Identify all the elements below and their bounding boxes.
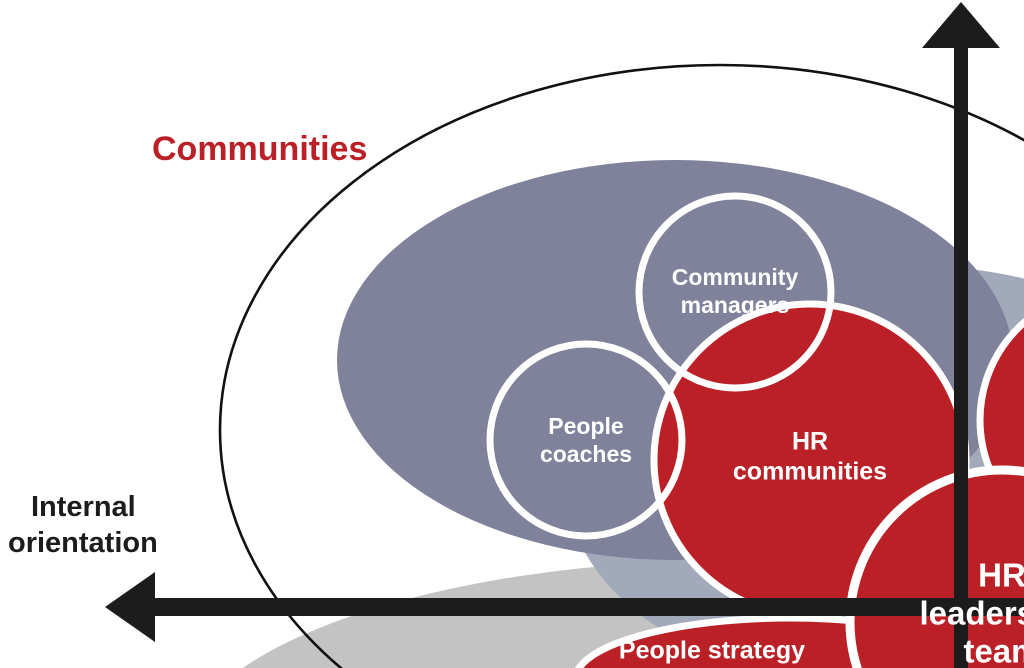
vertical-arrow-shaft — [954, 28, 968, 668]
horizontal-arrow-head-icon — [105, 572, 155, 642]
vertical-axis-arrow — [922, 2, 1000, 668]
horizontal-arrow-shaft — [148, 598, 1024, 616]
label-line: managers — [681, 292, 790, 318]
label-line: HR — [792, 428, 828, 456]
bubble-label-community-managers: Community managers — [672, 264, 799, 318]
label-line: HR — [978, 557, 1024, 594]
label-line: communities — [733, 458, 887, 486]
page-title: Communities — [152, 130, 367, 168]
label-line: Community — [672, 264, 799, 290]
label-line: People — [548, 413, 623, 439]
bubble-label-people-strategy: People strategy — [619, 637, 805, 665]
bubble-hr-leadership-team[interactable] — [845, 465, 1024, 668]
label-line: leadership — [919, 595, 1024, 632]
label-line: coaches — [540, 441, 632, 467]
horizontal-axis-label-line1: Internal — [31, 491, 136, 523]
label-line: People strategy — [619, 637, 805, 665]
label-line: team — [963, 633, 1024, 668]
vertical-arrow-head-icon — [922, 2, 1000, 48]
horizontal-axis-arrow — [105, 572, 1024, 642]
bubble-label-hr-communities: HR communities — [733, 428, 887, 486]
bubble-people-coaches[interactable] — [486, 340, 686, 540]
horizontal-axis-label-line2: orientation — [8, 527, 158, 559]
bubble-label-people-coaches: People coaches — [540, 413, 632, 467]
bubble-label-hr-leadership-team: HR leadership team — [919, 557, 1024, 668]
bubble-community-managers[interactable] — [635, 192, 835, 392]
outline-ellipse — [218, 63, 1024, 668]
